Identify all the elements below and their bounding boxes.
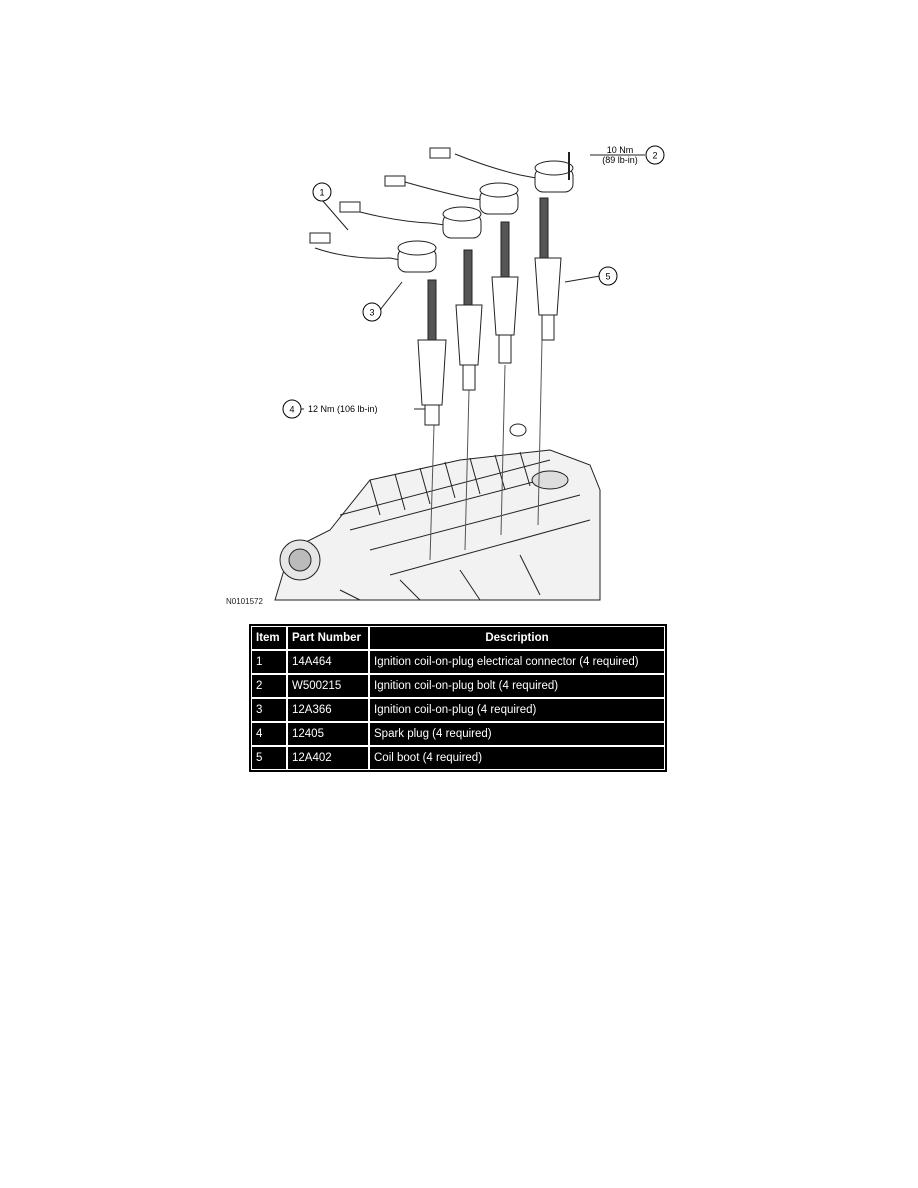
table-row: 1 14A464 Ignition coil-on-plug electrica…: [251, 650, 665, 674]
ignition-coil-2: [359, 206, 483, 391]
svg-text:2: 2: [652, 151, 657, 161]
cell-description: Ignition coil-on-plug (4 required): [369, 698, 665, 722]
cell-part-number: 12405: [287, 722, 369, 746]
header-part-number: Part Number: [287, 626, 369, 650]
table-row: 5 12A402 Coil boot (4 required): [251, 746, 665, 770]
parts-table: Item Part Number Description 1 14A464 Ig…: [249, 624, 667, 772]
ignition-coil-3: [404, 181, 519, 364]
callout-1: 1: [312, 182, 332, 202]
cell-part-number: 12A366: [287, 698, 369, 722]
callout-4: 4 12 Nm (106 lb-in): [282, 399, 414, 419]
svg-text:1: 1: [319, 188, 324, 198]
figure-id: N0101572: [226, 597, 263, 606]
engine-cylinder-head-illustration: [274, 423, 601, 601]
svg-text:3: 3: [369, 308, 374, 318]
callout-3: 3: [362, 302, 382, 322]
ignition-coil-4: [454, 153, 574, 341]
cell-item: 5: [251, 746, 287, 770]
cell-part-number: W500215: [287, 674, 369, 698]
header-description: Description: [369, 626, 665, 650]
ignition-coil-exploded-diagram: 1 2 10 Nm (89 lb-in) 3 4 12 Nm (106 lb-i…: [220, 130, 690, 610]
cell-description: Ignition coil-on-plug electrical connect…: [369, 650, 665, 674]
cell-part-number: 12A402: [287, 746, 369, 770]
cell-item: 4: [251, 722, 287, 746]
table-header-row: Item Part Number Description: [251, 626, 665, 650]
svg-text:5: 5: [605, 272, 610, 282]
cell-part-number: 14A464: [287, 650, 369, 674]
callout-2-torque-nm: 10 Nm: [607, 145, 634, 155]
table-row: 2 W500215 Ignition coil-on-plug bolt (4 …: [251, 674, 665, 698]
table-row: 4 12405 Spark plug (4 required): [251, 722, 665, 746]
table-row: 3 12A366 Ignition coil-on-plug (4 requir…: [251, 698, 665, 722]
callout-4-torque: 12 Nm (106 lb-in): [308, 404, 378, 414]
cell-description: Spark plug (4 required): [369, 722, 665, 746]
cell-item: 1: [251, 650, 287, 674]
svg-text:4: 4: [289, 405, 294, 415]
callout-5: 5: [598, 266, 618, 286]
callout-2: 2 10 Nm (89 lb-in): [602, 145, 665, 165]
header-item: Item: [251, 626, 287, 650]
cell-description: Coil boot (4 required): [369, 746, 665, 770]
ignition-coil-1: [314, 240, 447, 426]
callout-2-torque-lbin: (89 lb-in): [602, 155, 638, 165]
cell-item: 2: [251, 674, 287, 698]
cell-item: 3: [251, 698, 287, 722]
cell-description: Ignition coil-on-plug bolt (4 required): [369, 674, 665, 698]
